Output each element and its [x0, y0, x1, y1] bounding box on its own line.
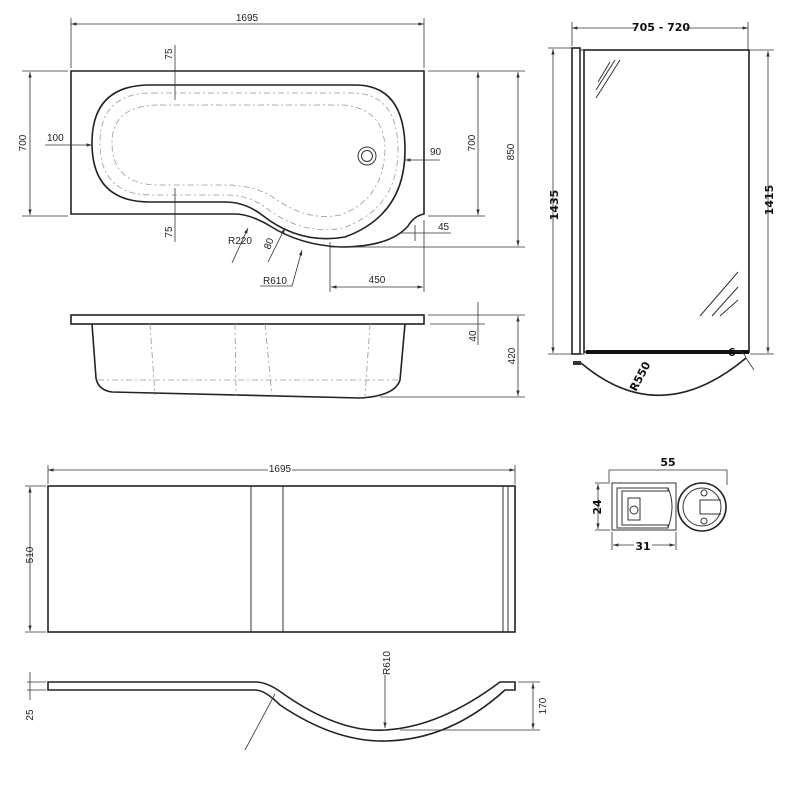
- dim-rim-bottom: 75: [164, 226, 175, 238]
- dim-radius-large: R610: [263, 276, 287, 287]
- dim-screen-width: 705 - 720: [632, 21, 690, 34]
- dim-rim-right: 90: [430, 147, 442, 158]
- dim-rim-thickness: 40: [468, 330, 479, 342]
- dim-width-right: 700: [467, 134, 478, 151]
- dim-panel-thickness: 25: [25, 709, 36, 721]
- drain-icon: [357, 146, 377, 166]
- dim-screen-height: 1435: [548, 190, 561, 221]
- dim-radius-small: R220: [228, 236, 252, 247]
- dim-rim-left: 100: [47, 133, 64, 144]
- dim-panel-depth: 170: [538, 697, 549, 714]
- dim-screen-radius: R550: [627, 359, 653, 393]
- dim-length: 1695: [236, 13, 259, 24]
- dim-profile-height: 24: [591, 499, 604, 515]
- dim-glass-height: 1415: [763, 185, 776, 216]
- dim-offset: 45: [438, 222, 450, 233]
- dim-profile-width: 55: [660, 456, 675, 469]
- dim-panel-height: 510: [25, 546, 36, 563]
- bath-screen-elevation: 705 - 720 1435 1415 6 R550: [548, 20, 776, 397]
- dim-curve-length: 450: [369, 275, 386, 286]
- dim-panel-length: 1695: [269, 464, 292, 475]
- dim-profile-base: 31: [635, 540, 650, 553]
- dim-rim-top: 75: [164, 48, 175, 60]
- dim-glass-thickness: 6: [728, 346, 736, 359]
- dim-overall-width: 850: [506, 143, 517, 160]
- dim-panel-radius: R610: [382, 651, 393, 675]
- basin-inner-line: [99, 92, 399, 231]
- dim-width-left: 700: [18, 134, 29, 151]
- dim-height: 420: [507, 347, 518, 364]
- bath-plan-view: 1695 700 75 75 100 90 700 850 45 R220 80…: [18, 13, 525, 292]
- panel-plan-view: R610 25 170: [25, 651, 549, 751]
- dim-curve-rim: 80: [262, 236, 276, 251]
- screen-profile-section: 55 24 31: [591, 456, 728, 553]
- bath-side-view: 40 420: [70, 302, 525, 399]
- basin-outline: [91, 84, 406, 240]
- front-panel-elevation: 1695 510: [25, 462, 516, 633]
